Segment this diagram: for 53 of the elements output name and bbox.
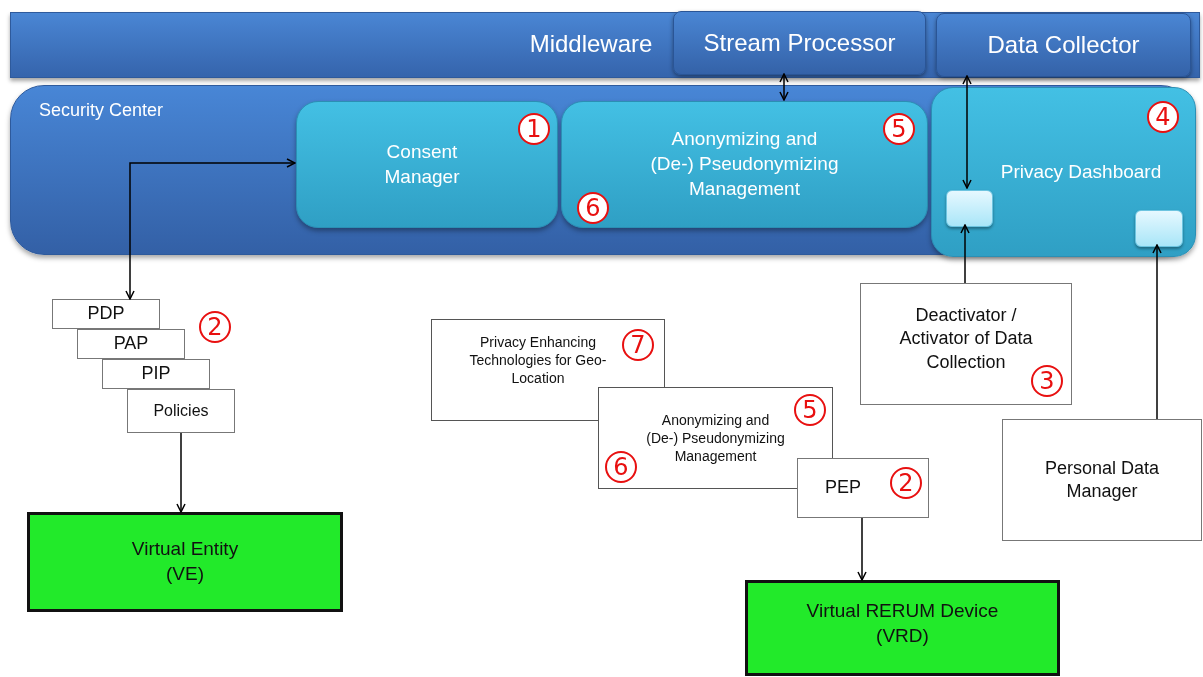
node-label: Middleware xyxy=(528,29,654,59)
callout-number: 3 xyxy=(1031,365,1063,397)
dashboard-widget xyxy=(946,190,993,227)
connector-arrow xyxy=(962,75,972,189)
middleware-band xyxy=(10,12,1200,78)
callout-number: 2 xyxy=(199,311,231,343)
component-box xyxy=(797,458,929,518)
security-center-panel xyxy=(10,85,1195,255)
connector-arrow xyxy=(857,517,867,581)
callout-number: 2 xyxy=(890,467,922,499)
callout-number: 5 xyxy=(794,394,826,426)
component-tab xyxy=(936,13,1191,77)
node-label: Privacy Enhancing Technologies for Geo-Location xyxy=(468,332,608,388)
connector-arrow xyxy=(779,73,789,101)
node-label: Deactivator / Activator of Data Collection xyxy=(898,303,1034,374)
component-box xyxy=(102,359,210,389)
connector-arrow xyxy=(1152,244,1162,420)
device-box xyxy=(745,580,1060,676)
node-label: Virtual Entity (VE) xyxy=(130,537,240,586)
component-box xyxy=(1002,419,1202,541)
connector-arrow xyxy=(960,224,970,284)
node-label: PEP xyxy=(825,476,861,500)
node-label: Virtual RERUM Device (VRD) xyxy=(805,599,1000,648)
callout-number: 5 xyxy=(883,113,915,145)
component-box xyxy=(52,299,160,329)
callout-number: 4 xyxy=(1147,101,1179,133)
component-box xyxy=(77,329,185,359)
component-tab xyxy=(673,11,926,75)
connector-arrow xyxy=(176,432,186,513)
connector-arrow xyxy=(125,158,296,300)
dashboard-widget xyxy=(1135,210,1183,247)
node-label: Anonymizing and (De-) Pseudonymizing Management xyxy=(646,410,785,466)
callout-number: 7 xyxy=(622,329,654,361)
callout-number: 6 xyxy=(605,451,637,483)
node-label: Anonymizing and (De-) Pseudonymizing Management xyxy=(650,127,839,201)
callout-number: 1 xyxy=(518,113,550,145)
node-label: Consent Manager xyxy=(383,139,461,189)
node-label: Personal Data Manager xyxy=(1043,456,1161,503)
node-label: Policies xyxy=(153,400,209,421)
node-label: PDP xyxy=(87,302,125,326)
node-label: PIP xyxy=(141,362,171,386)
node-label: Stream Processor xyxy=(703,28,896,59)
node-label: Data Collector xyxy=(987,30,1140,61)
component-tile xyxy=(561,101,928,228)
node-label: Privacy Dashboard xyxy=(1000,159,1162,184)
device-box xyxy=(27,512,343,612)
component-tile xyxy=(296,101,558,228)
component-tile xyxy=(931,87,1196,257)
component-box xyxy=(127,389,235,433)
callout-number: 6 xyxy=(577,192,609,224)
node-label: PAP xyxy=(113,332,149,356)
component-box xyxy=(860,283,1072,405)
node-label: Security Center xyxy=(39,99,164,122)
